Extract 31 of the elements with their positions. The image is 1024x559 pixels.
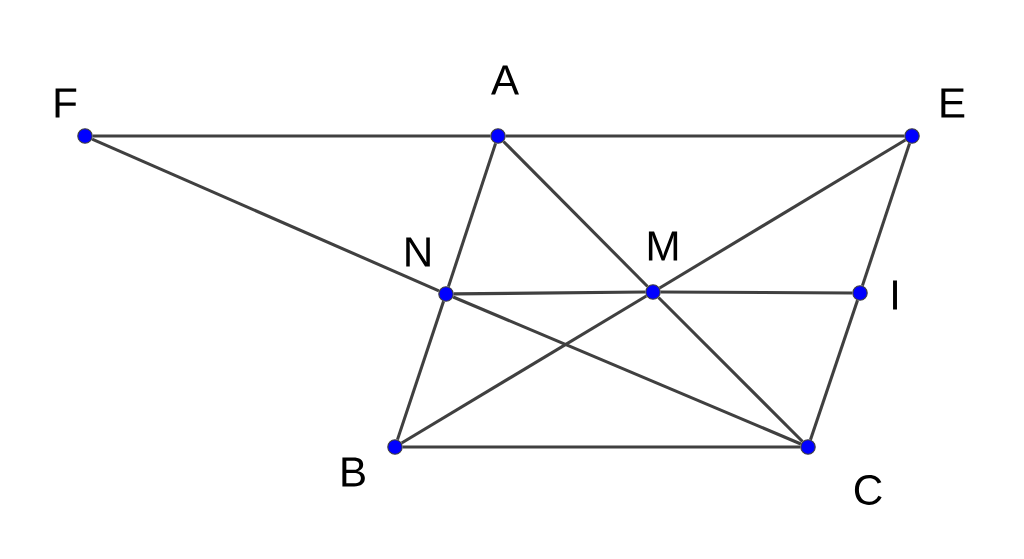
line-segment	[657, 296, 804, 443]
point: N	[406, 237, 454, 302]
point: E	[904, 88, 965, 144]
node-label: I	[893, 280, 897, 310]
line-segment	[502, 140, 649, 288]
point: I	[852, 280, 897, 310]
line-segment	[402, 445, 801, 449]
line-segment	[91, 137, 440, 293]
node-label: N	[406, 237, 430, 267]
line-segment	[446, 142, 498, 288]
line-segment	[860, 142, 912, 287]
node-label: B	[342, 457, 365, 487]
node-label: A	[491, 65, 519, 95]
node-label: C	[854, 475, 882, 505]
line-segment	[505, 134, 905, 138]
point: M	[645, 231, 678, 300]
line-segment	[396, 300, 445, 441]
point: A	[490, 65, 519, 144]
node-label: M	[648, 231, 678, 261]
line-segment	[658, 138, 907, 290]
line-segment	[453, 290, 646, 296]
line-segment	[400, 294, 648, 445]
node-label: F	[55, 88, 77, 118]
node-label: E	[941, 88, 965, 118]
point: B	[342, 439, 403, 487]
line-segment	[809, 299, 859, 441]
point: F	[55, 88, 93, 144]
line-segment	[660, 290, 853, 295]
line-segment	[452, 295, 802, 446]
line-segment	[92, 134, 491, 138]
point: C	[800, 439, 882, 505]
